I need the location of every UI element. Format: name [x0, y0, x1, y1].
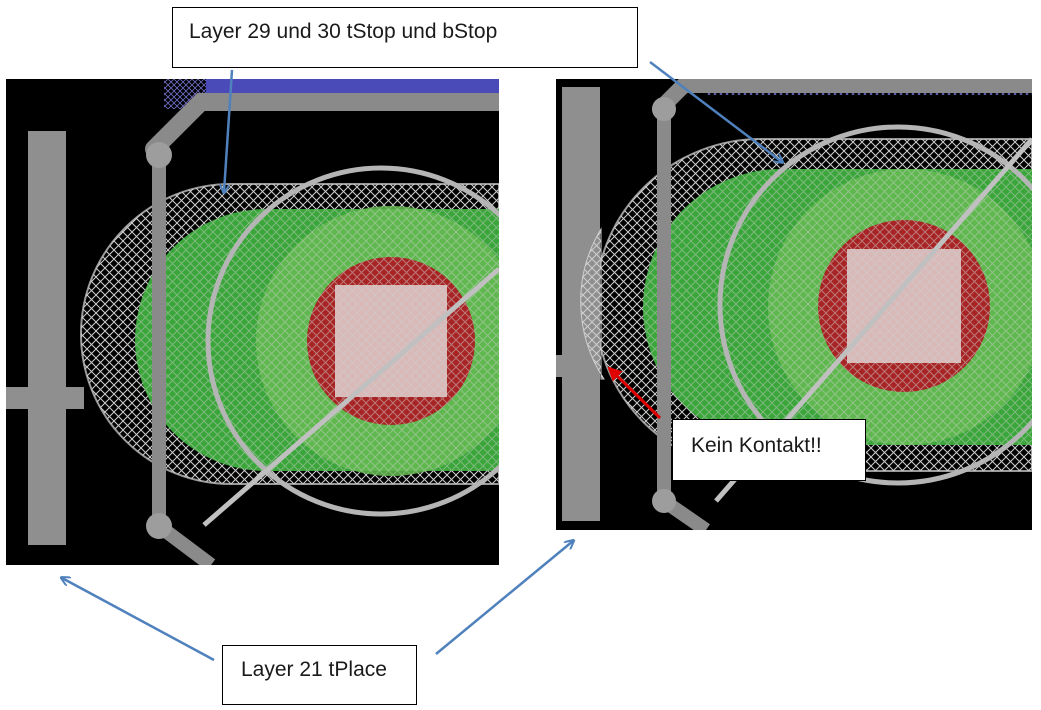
cad-view-left [6, 79, 499, 565]
callout-no-contact-text: Kein Kontakt!! [691, 434, 822, 457]
tplace-line-top [652, 79, 1032, 117]
tplace-line-top [145, 93, 499, 158]
tplace-stub [556, 355, 564, 377]
tplace-joint-bottom [146, 513, 172, 539]
tplace-joint-top [146, 142, 172, 168]
callout-no-contact: Kein Kontakt!! [672, 419, 866, 481]
diagonal-line [202, 267, 499, 527]
drill-hatch [818, 220, 990, 392]
tplace-bar [28, 131, 66, 545]
callout-stop-text: Layer 29 und 30 tStop und bStop [189, 20, 498, 43]
bus-trace [206, 79, 499, 93]
tplace-stub [6, 387, 84, 409]
drill-hatch [307, 257, 475, 425]
arrow-icon [62, 578, 215, 662]
tplace-joint-bottom [652, 489, 676, 513]
callout-place-text: Layer 21 tPlace [241, 658, 387, 681]
contact-gap-hatch [580, 227, 605, 380]
tplace-joint-top [652, 97, 676, 121]
outline-circle [205, 165, 499, 517]
callout-stop-layers: Layer 29 und 30 tStop und bStop [172, 7, 638, 68]
pcb-drawing-left [6, 79, 499, 565]
pcb-drawing-right [556, 79, 1032, 530]
outline-circle [717, 124, 1032, 486]
callout-place-layer: Layer 21 tPlace [222, 645, 417, 705]
